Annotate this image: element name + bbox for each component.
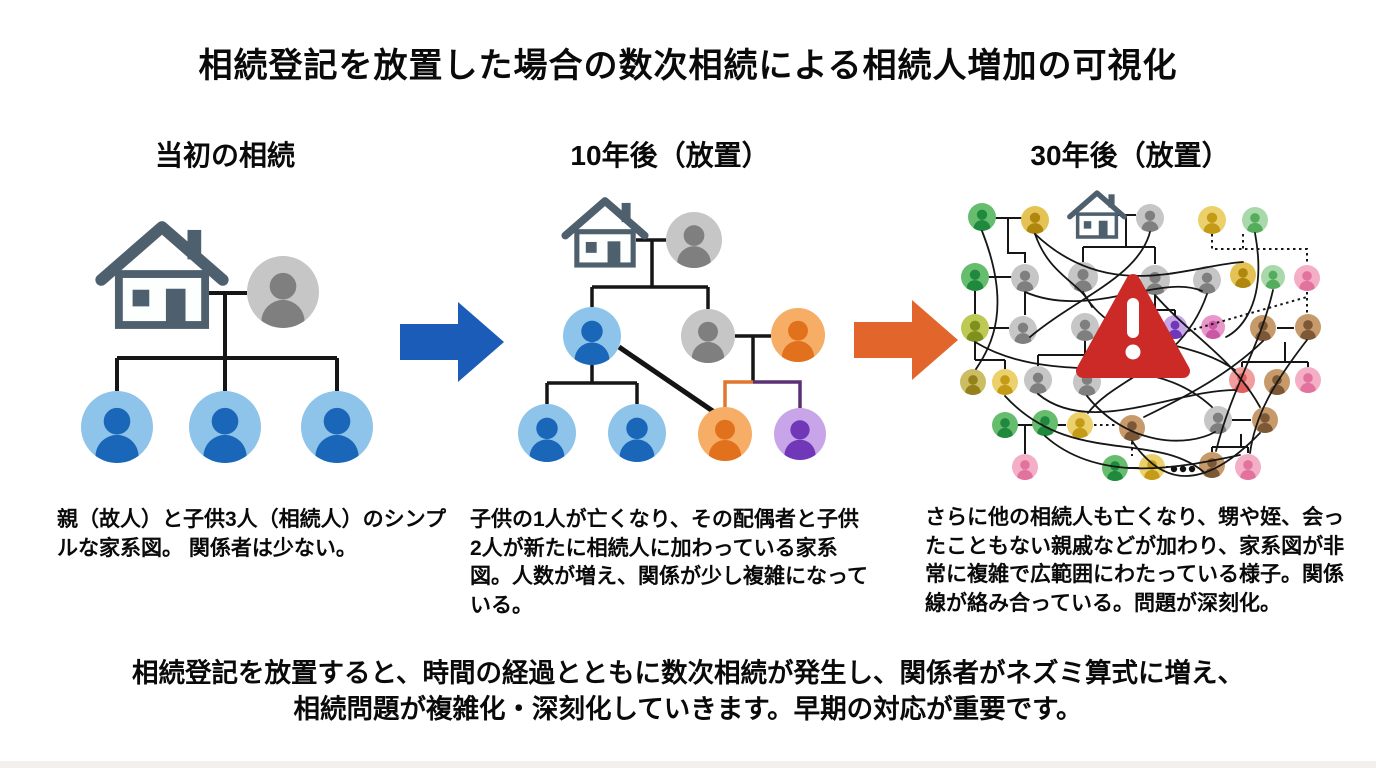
person-icon (1242, 207, 1268, 233)
person-icon (771, 308, 825, 362)
person-icon (992, 412, 1018, 438)
person-icon (1068, 262, 1098, 292)
person-icon (1067, 412, 1093, 438)
person-icon (1295, 367, 1321, 393)
person-icon (189, 391, 261, 463)
page-title: 相続登記を放置した場合の数次相続による相続人増加の可視化 (198, 47, 1178, 85)
person-icon (1198, 206, 1226, 234)
person-icon (1294, 265, 1320, 291)
person-icon (968, 203, 996, 231)
family-network-30years (960, 190, 1321, 481)
person-icon (961, 263, 989, 291)
dotted-lines (1094, 234, 1308, 468)
person-icon (1193, 266, 1221, 294)
person-icon (666, 212, 722, 268)
person-icon (1021, 206, 1049, 234)
person-icon (1264, 369, 1290, 395)
person-icon (960, 369, 986, 395)
person-icon (961, 314, 989, 342)
panel2-heading: 10年後（放置） (570, 140, 770, 171)
colored-tree-lines (617, 344, 802, 419)
person-icon (247, 256, 319, 328)
person-icon (1252, 407, 1278, 433)
person-icon (1261, 265, 1285, 289)
tree-lines (545, 238, 771, 404)
person-icon (1230, 262, 1256, 288)
arrow-right-icon (854, 300, 958, 380)
person-icon (681, 309, 735, 363)
person-icon (608, 404, 666, 462)
person-icon (1071, 313, 1099, 341)
person-icon (698, 407, 752, 461)
person-icon (1136, 204, 1164, 232)
tree-lines (115, 291, 339, 391)
summary-line-2: 相続問題が複雑化・深刻化していきます。早期の対応が重要です。 (293, 693, 1083, 724)
person-icon (301, 391, 373, 463)
panel2-caption: 子供の1人が亡くなり、その配偶者と子供2人が新たに相続人に加わっている家系図。人… (470, 508, 868, 617)
person-icon (1235, 454, 1261, 480)
panel3-caption: さらに他の相続人も亡くなり、甥や姪、会ったこともない親戚などが加わり、家系図が非… (925, 506, 1345, 615)
person-icon (81, 391, 153, 463)
person-icon (1009, 316, 1037, 344)
person-icon (518, 404, 576, 462)
ellipsis-icon (1170, 465, 1196, 473)
arrow-right-icon (400, 302, 504, 382)
summary-text: 相続登記を放置すると、時間の経過とともに数次相続が発生し、関係者がネズミ算式に増… (0, 656, 1376, 727)
person-icon (1012, 454, 1038, 480)
person-icon (1204, 406, 1232, 434)
person-icon (1024, 366, 1052, 394)
panel1-caption: 親（故人）と子供3人（相続人）のシンプルな家系図。 関係者は少ない。 (57, 508, 447, 560)
house-icon (561, 197, 649, 268)
person-icon (1295, 314, 1321, 340)
person-icon (1201, 315, 1225, 339)
house-icon (95, 221, 229, 329)
summary-line-1: 相続登記を放置すると、時間の経過とともに数次相続が発生し、関係者がネズミ算式に増… (132, 658, 1244, 688)
family-tree-initial (81, 221, 373, 463)
person-icon (774, 408, 826, 460)
arrow-shape-2 (854, 300, 958, 380)
family-tree-10years (518, 197, 826, 462)
panel3-heading: 30年後（放置） (1030, 140, 1230, 171)
person-icon (563, 307, 621, 365)
panel1-heading: 当初の相続 (154, 140, 295, 171)
arrow-shape-1 (400, 302, 504, 382)
person-icon (1102, 455, 1128, 481)
bottom-edge-artifact (0, 761, 1376, 768)
house-icon (1067, 190, 1127, 239)
person-icon (1011, 264, 1039, 292)
warning-icon (1076, 274, 1190, 378)
person-icon (1199, 452, 1225, 478)
person-icon (992, 369, 1018, 395)
